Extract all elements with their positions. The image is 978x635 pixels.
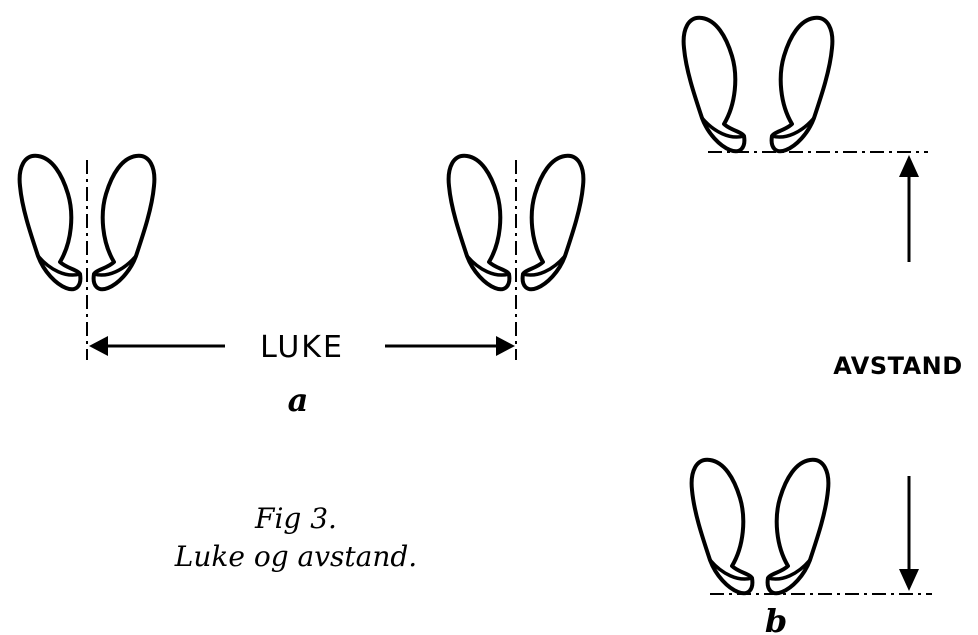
feet-pair-left [20,153,157,360]
avstand-label: AVSTAND [833,352,962,380]
feet-pair-right [449,153,586,360]
feet-pair-bottom [692,457,932,596]
luke-label: LUKE [260,330,344,365]
part-b-label: b [765,602,787,635]
avstand-dimension-line [899,155,919,591]
luke-dimension-line [89,336,515,356]
part-a-label: a [288,381,309,419]
figure-number: Fig 3. [254,502,337,535]
figure-caption: Luke og avstand. [174,540,417,573]
feet-pair-top [684,15,928,154]
